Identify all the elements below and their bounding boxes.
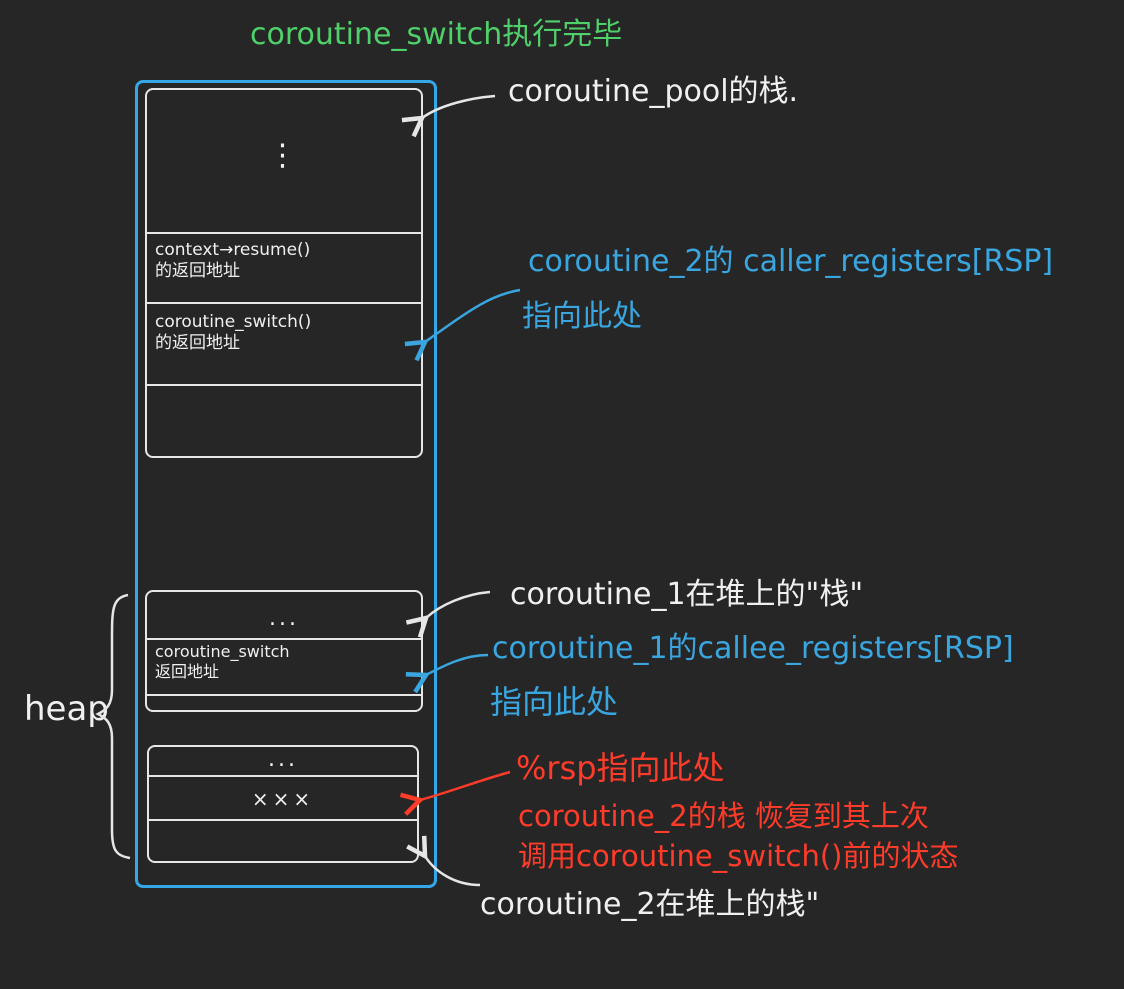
coroutine1-divider-2	[147, 694, 421, 696]
heap-brace	[95, 593, 131, 860]
coroutine2-stack-box: ... ×××	[147, 745, 419, 863]
pool-divider-3	[147, 384, 421, 386]
callee-rsp-annotation: coroutine_1的callee_registers[RSP]	[492, 631, 1014, 666]
coroutine1-stack-box: ... coroutine_switch 返回地址	[145, 590, 423, 712]
coroutine1-divider-1	[147, 638, 421, 640]
arrow-caller-rsp	[404, 288, 521, 362]
rsp-annotation-line3: 调用coroutine_switch()前的状态	[518, 839, 959, 873]
diagram-title: coroutine_switch执行完毕	[250, 17, 623, 52]
pool-cell-switch-return: coroutine_switch() 的返回地址	[155, 312, 312, 354]
arrow-coroutine1-stack	[405, 590, 491, 638]
pool-stack-label: coroutine_pool的栈.	[508, 74, 799, 109]
arrow-rsp	[399, 770, 511, 816]
pool-cell-resume-return: context→resume() 的返回地址	[155, 240, 311, 282]
coroutine2-cell-xxx: ×××	[251, 787, 315, 811]
caller-rsp-annotation: coroutine_2的 caller_registers[RSP]	[528, 244, 1054, 279]
callee-rsp-annotation-line2: 指向此处	[490, 683, 619, 721]
caller-rsp-annotation-line2: 指向此处	[522, 299, 642, 334]
pool-stack-dots: ⋮	[267, 138, 301, 173]
arrow-callee-rsp	[405, 653, 489, 694]
coroutine1-cell-switch-return: coroutine_switch 返回地址	[155, 642, 290, 681]
coroutine1-stack-label: coroutine_1在堆上的"栈"	[510, 577, 864, 612]
pool-divider-2	[147, 302, 421, 304]
memory-outer-frame	[135, 80, 437, 888]
coroutine2-divider-2	[149, 819, 417, 821]
coroutine2-stack-label: coroutine_2在堆上的栈"	[480, 887, 820, 922]
rsp-annotation-line1: %rsp指向此处	[516, 749, 725, 787]
arrow-coroutine2-stack	[406, 835, 481, 887]
arrow-pool-stack	[401, 94, 496, 138]
coroutine1-dots: ...	[269, 606, 299, 631]
heap-label: heap	[24, 689, 109, 729]
pool-stack-box: ⋮ context→resume() 的返回地址 coroutine_switc…	[145, 88, 423, 458]
rsp-annotation-line2: coroutine_2的栈 恢复到其上次	[518, 799, 929, 833]
pool-divider-1	[147, 232, 421, 234]
coroutine2-dots: ...	[268, 747, 298, 772]
coroutine2-divider-1	[149, 775, 417, 777]
